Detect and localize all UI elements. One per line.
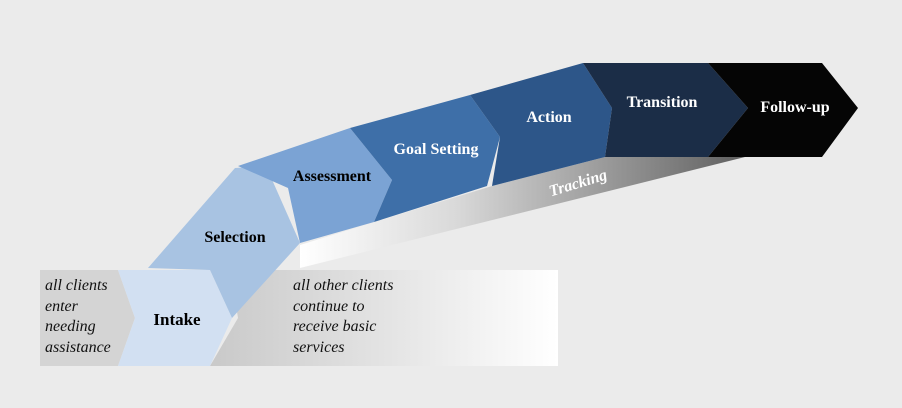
entry-note-line: enter	[45, 297, 78, 315]
step-goal-setting-label: Goal Setting	[394, 141, 479, 158]
step-follow-up-label: Follow-up	[760, 99, 829, 116]
step-selection-chevron	[148, 166, 300, 318]
basic-services-note-line: continue to	[293, 297, 365, 315]
tracking-band	[300, 157, 745, 268]
step-assessment-chevron	[238, 128, 392, 243]
step-transition-label: Transition	[627, 94, 698, 111]
step-assessment-label: Assessment	[293, 168, 372, 185]
entry-note: all clients enter needing assistance	[45, 276, 111, 358]
basic-services-note-line: receive basic	[293, 318, 377, 335]
basic-services-band	[210, 270, 558, 366]
entry-note-line: needing	[45, 318, 96, 335]
step-action-label: Action	[526, 109, 571, 126]
step-intake-label: Intake	[153, 310, 201, 329]
step-goal-setting-chevron	[350, 95, 500, 222]
steps-group: Intake Selection Assessment Goal Setting Act…	[118, 63, 858, 366]
basic-services-note: all other clients continue to receive ba…	[293, 276, 393, 358]
step-action-chevron	[470, 63, 612, 186]
step-transition-chevron	[583, 63, 748, 157]
entry-note-line: assistance	[45, 338, 111, 356]
entry-note-line: all clients	[45, 277, 108, 294]
step-selection-label: Selection	[204, 229, 265, 246]
basic-services-note-line: services	[293, 338, 345, 356]
entry-band	[40, 270, 135, 366]
basic-services-note-line: all other clients	[293, 277, 394, 294]
step-follow-up-chevron	[708, 63, 858, 157]
step-intake-chevron	[118, 270, 232, 366]
